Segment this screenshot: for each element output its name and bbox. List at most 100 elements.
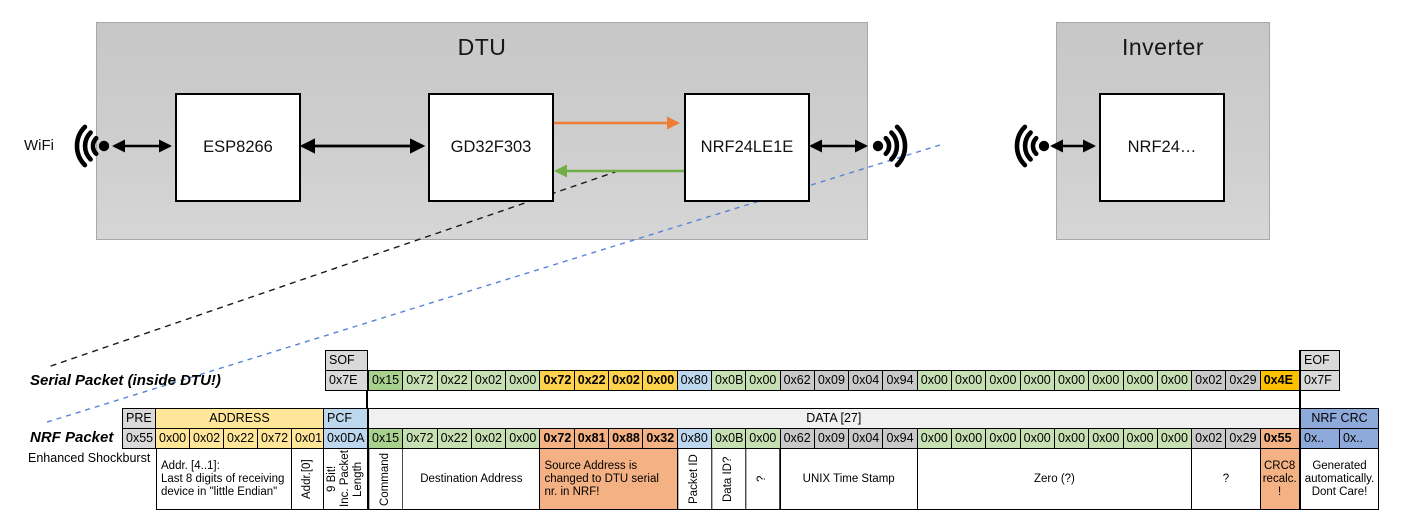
byte-cell: 0x00 [952,429,986,448]
byte-cell: 0x94 [883,371,917,390]
annotation-cell: Packet ID [677,449,711,509]
nrf-left-annotations: Addr. [4..1]: Last 8 digits of receiving… [156,448,368,510]
byte-cell: 0x00 [1020,429,1054,448]
byte-cell: 0x72 [258,429,291,448]
byte-cell: 0x4E [1260,371,1299,390]
byte-cell: 0x29 [1226,371,1260,390]
header-cell: SOF [326,351,367,370]
node-gd32f303: GD32F303 [428,93,554,202]
nrf-crc-block: NRF CRC 0x..0x.. Generated automatically… [1300,408,1379,510]
byte-cell: 0x00 [1157,371,1192,390]
byte-cell: 0x72 [540,371,574,390]
byte-cell: 0x.. [1301,429,1339,448]
byte-cell: 0x00 [506,371,540,390]
antenna-signal-icon-dtu [872,124,908,168]
byte-cell: 0x88 [609,429,643,448]
byte-cell: 0x81 [574,429,609,448]
byte-cell: 0x00 [986,429,1020,448]
header-cell: PRE [123,409,155,428]
byte-cell: 0x00 [1020,371,1054,390]
serial-packet-label: Serial Packet (inside DTU!) [30,372,221,389]
dtu-title: DTU [457,34,507,60]
byte-cell: 0x94 [883,429,917,448]
byte-cell: 0x00 [746,371,780,390]
byte-cell: 0x02 [1192,429,1226,448]
header-cell: ADDRESS [156,409,323,428]
byte-cell: 0x22 [437,429,471,448]
byte-cell: 0x00 [156,429,189,448]
byte-cell: 0x00 [1054,429,1089,448]
byte-cell: 0x00 [1089,429,1123,448]
inverter-title: Inverter [1122,34,1204,60]
byte-cell: 0x00 [917,371,952,390]
annotation-cell: Source Address is changed to DTU serial … [540,449,677,509]
byte-cell: 0x55 [1260,429,1299,448]
byte-cell: 0x02 [471,429,506,448]
annotation-cell: Addr.[0] [292,449,323,509]
byte-cell: 0x00 [952,371,986,390]
byte-cell: 0x00 [643,371,677,390]
byte-cell: 0x04 [849,429,883,448]
nrf-packet-label: NRF Packet [30,429,114,446]
byte-cell: 0x80 [677,371,711,390]
node-inverter-nrf24: NRF24… [1099,93,1225,202]
byte-cell: 0x29 [1226,429,1260,448]
annotation-cell: Destination Address [403,449,540,509]
byte-cell: 0x00 [917,429,952,448]
annotation-cell: Zero (?) [917,449,1192,509]
byte-cell: 0x62 [780,429,814,448]
byte-cell: 0x22 [437,371,471,390]
annotation-cell: UNIX Time Stamp [780,449,917,509]
byte-cell: 0x72 [403,429,437,448]
antenna-signal-icon-inverter [1014,124,1050,168]
annotation-cell: 9 Bit! Inc. Packet Length [324,449,367,509]
annotation-cell: ? [746,449,780,509]
serial-sof-block: SOF 0x7E [325,350,368,391]
byte-cell: 0x32 [643,429,677,448]
node-esp8266: ESP8266 [175,93,301,202]
byte-cell: 0x02 [609,371,643,390]
byte-cell: 0x0B [711,429,746,448]
byte-cell: 0x15 [369,371,403,390]
byte-cell: 0x00 [1123,429,1157,448]
header-cell: EOF [1301,351,1339,370]
byte-cell: 0x01 [292,429,323,448]
byte-cell: 0x15 [369,429,403,448]
byte-cell: 0x80 [677,429,711,448]
byte-cell: 0x02 [471,371,506,390]
wifi-label: WiFi [24,137,54,154]
byte-cell: 0x0B [711,371,746,390]
byte-cell: 0x00 [1123,371,1157,390]
byte-cell: 0x7E [326,371,367,390]
byte-cell: 0x09 [814,371,849,390]
byte-cell: 0x00 [986,371,1020,390]
annotation-cell: Data ID? [711,449,746,509]
enhanced-shockburst-label: Enhanced Shockburst [28,451,151,465]
byte-cell: 0x04 [849,371,883,390]
byte-cell: 0x62 [780,371,814,390]
annotation-cell: Generated automatically. Dont Care! [1301,449,1378,509]
byte-cell: 0x00 [1157,429,1192,448]
byte-cell: 0x7F [1301,371,1339,390]
byte-cell: 0x72 [403,371,437,390]
annotation-cell: Command [369,449,403,509]
byte-cell: 0x00 [1054,371,1089,390]
header-cell: DATA [27] [369,409,1299,428]
byte-cell: 0x22 [574,371,609,390]
byte-cell: 0x72 [540,429,574,448]
header-cell: PCF [324,409,367,428]
byte-cell: 0x00 [506,429,540,448]
node-nrf24le1e: NRF24LE1E [684,93,810,202]
annotation-cell: Addr. [4..1]: Last 8 digits of receiving… [157,449,291,509]
byte-cell: 0x55 [123,429,155,448]
byte-cell: 0x02 [190,429,223,448]
byte-cell: 0x02 [1192,371,1226,390]
byte-cell: 0x00 [746,429,780,448]
serial-eof-block: EOF 0x7F [1300,350,1340,391]
header-cell: NRF CRC [1301,409,1378,428]
byte-cell: 0x22 [224,429,257,448]
